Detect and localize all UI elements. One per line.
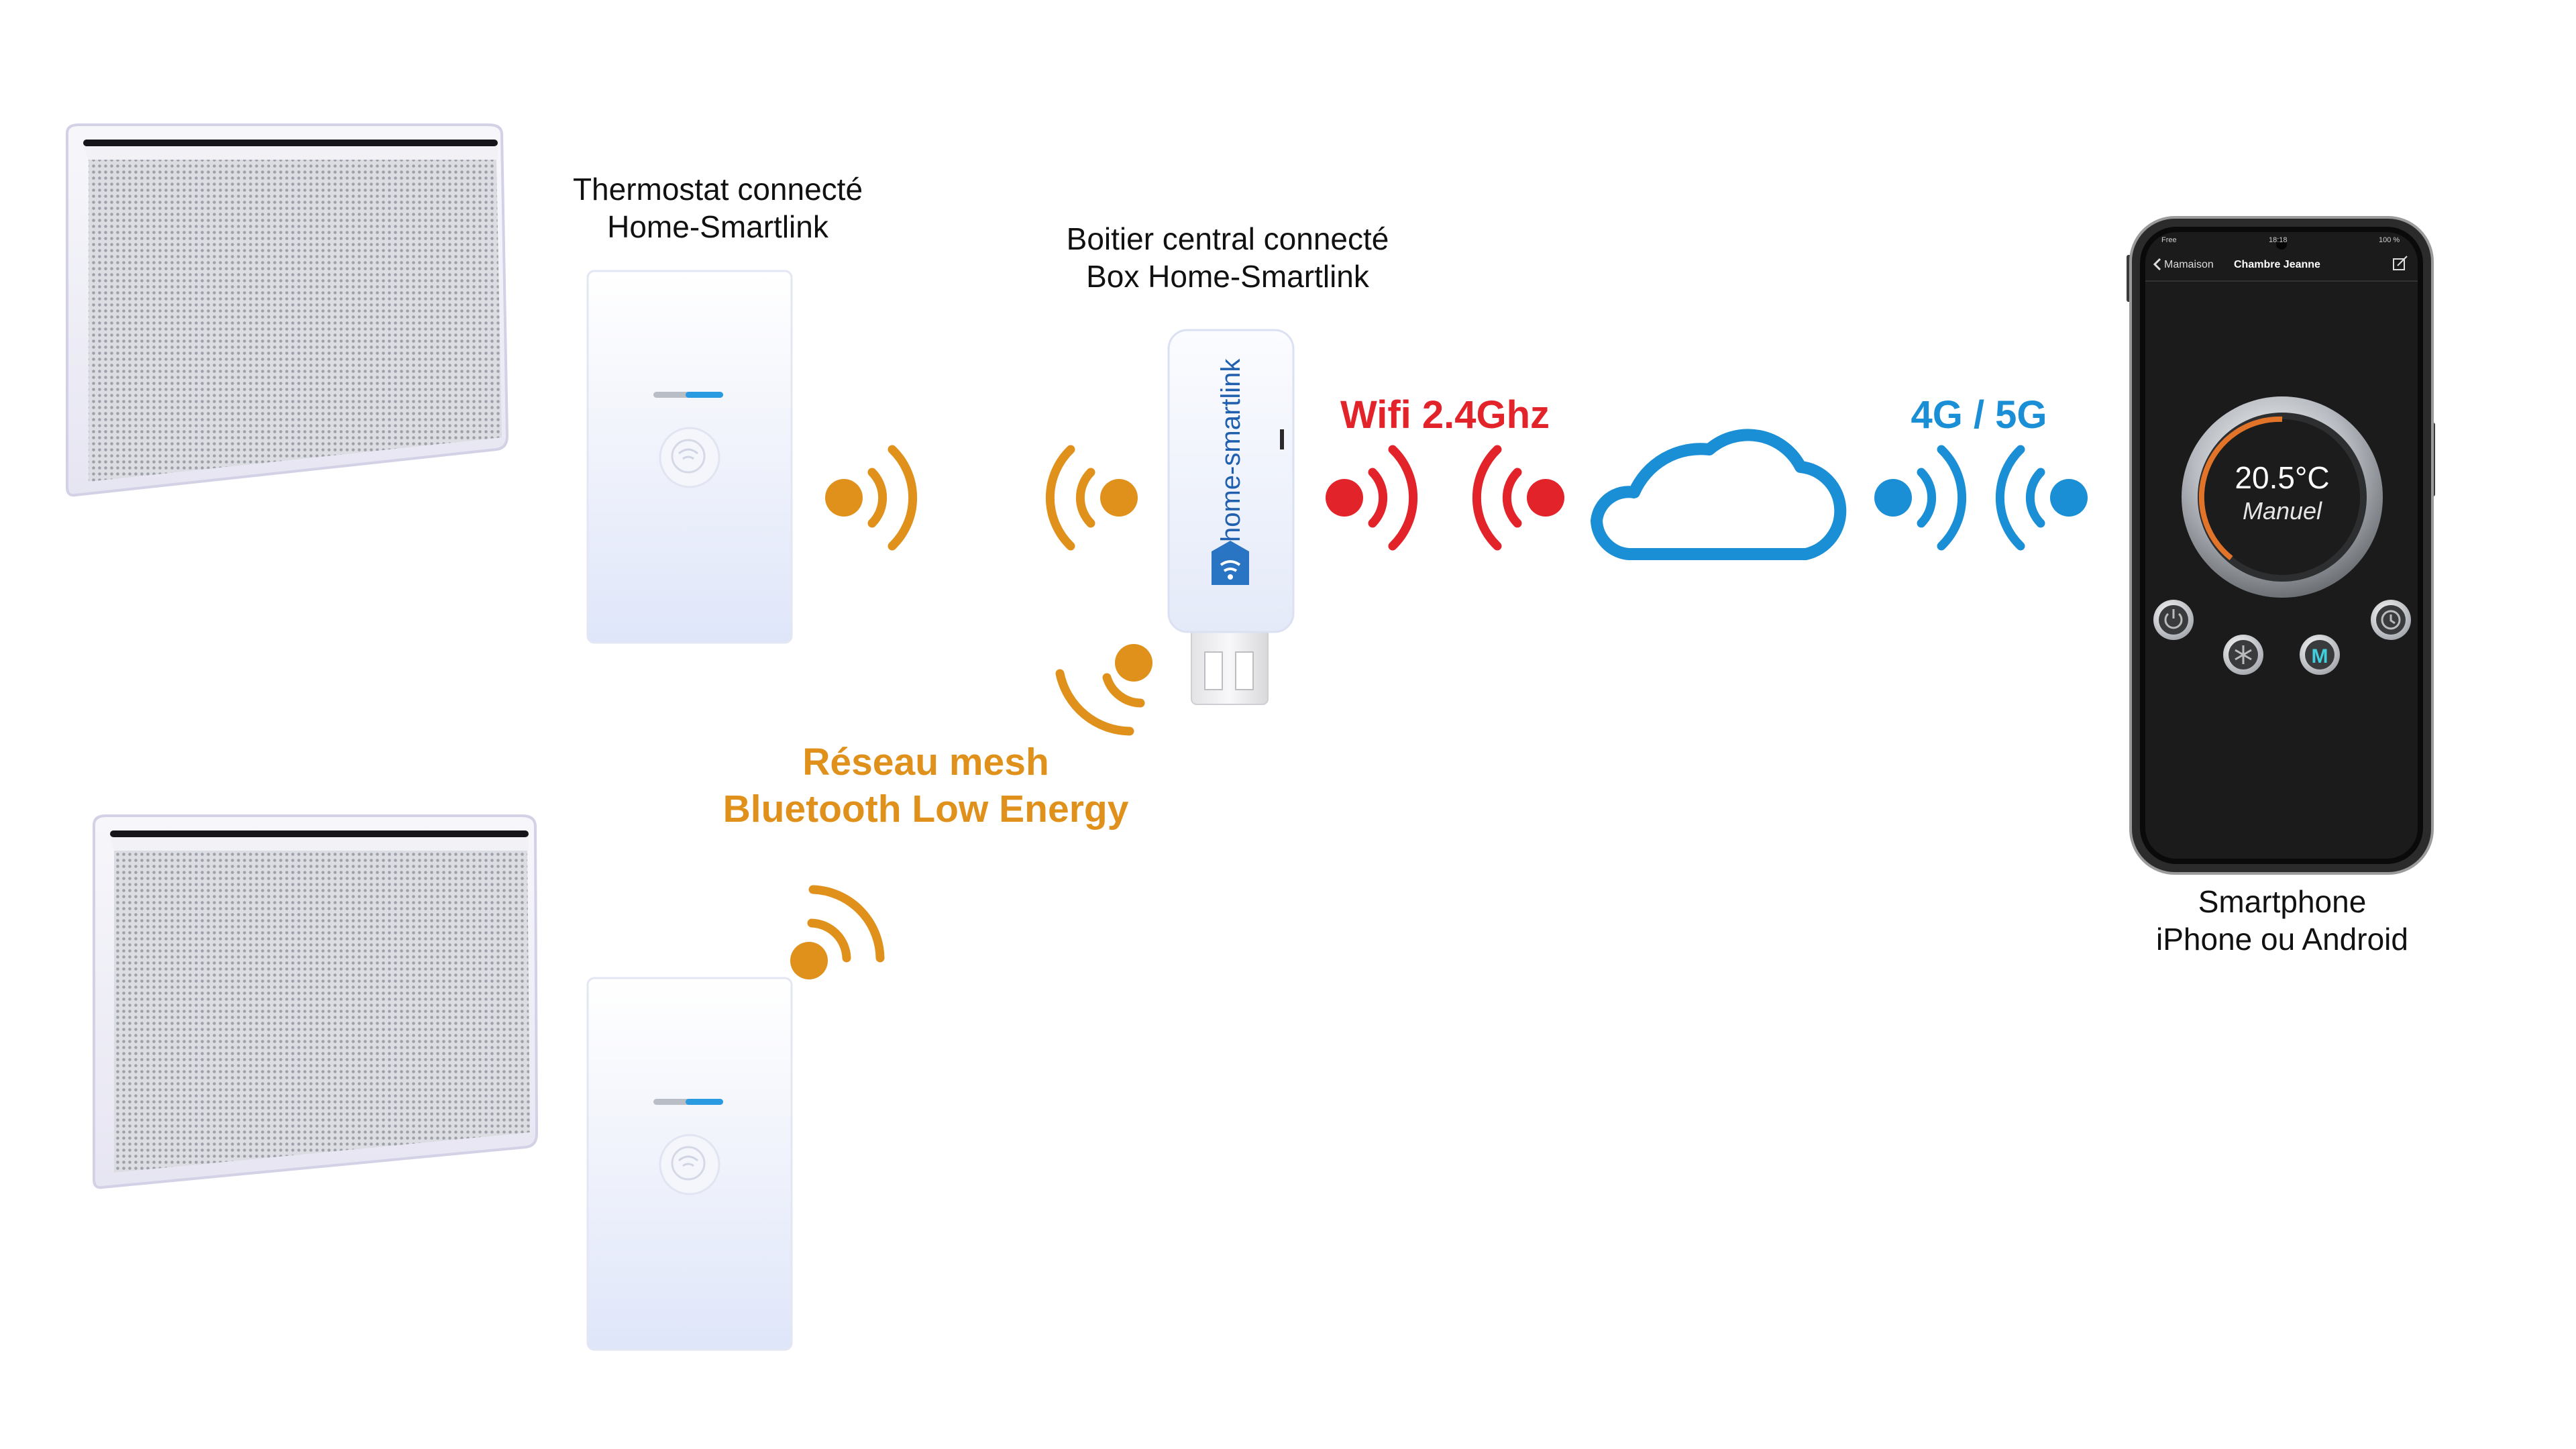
mesh-label-line1: Réseau mesh <box>802 741 1049 784</box>
wireless-signal-icon <box>1995 445 2088 551</box>
phone-back-label[interactable]: Mamaison <box>2164 259 2214 270</box>
wireless-signal-icon <box>790 885 885 979</box>
wireless-signal-icon <box>825 445 918 551</box>
cloud-icon <box>1591 429 1847 560</box>
wireless-signal-icon <box>1326 445 1418 551</box>
box-label-line2: Box Home-Smartlink <box>1086 259 1369 294</box>
mesh-label-line2: Bluetooth Low Energy <box>722 787 1129 830</box>
thermostat-label-line2: Home-Smartlink <box>607 209 828 245</box>
power-icon[interactable] <box>2153 600 2194 640</box>
cellular-label: 4G / 5G <box>1911 393 2047 437</box>
radiator-icon <box>93 814 539 1189</box>
mesh-network-label: Réseau mesh Bluetooth Low Energy <box>691 739 1161 833</box>
phone-status-center: 18:18 <box>2269 236 2288 244</box>
phone-status-right: 100 % <box>2379 236 2400 244</box>
snowflake-icon[interactable] <box>2223 635 2263 675</box>
phone-mode: Manuel <box>2243 497 2322 525</box>
box-label-line1: Boitier central connecté <box>1066 221 1389 256</box>
wireless-signal-icon <box>1045 445 1138 551</box>
box-brand-text: home-smartlink <box>1216 358 1246 542</box>
mode-manual-button[interactable]: M <box>2300 635 2340 675</box>
clock-icon[interactable] <box>2371 600 2411 640</box>
thermostat-label-line1: Thermostat connecté <box>572 172 863 207</box>
radiator-icon <box>66 123 509 497</box>
wireless-signal-icon <box>1874 445 1967 551</box>
smartphone-icon: Free 18:18 100 % Mamaison Chambre Jeanne… <box>1280 216 2435 875</box>
phone-temperature: 20.5°C <box>2235 460 2329 495</box>
wireless-signal-icon <box>1472 445 1564 551</box>
thermostat-label: Thermostat connecté Home-Smartlink <box>517 170 919 246</box>
smartphone-label-line2: iPhone ou Android <box>2156 922 2408 957</box>
smartphone-label-line1: Smartphone <box>2198 884 2367 919</box>
wireless-signal-icon <box>1055 644 1152 736</box>
phone-room-title: Chambre Jeanne <box>2234 259 2320 270</box>
wifi-label: Wifi 2.4Ghz <box>1340 393 1550 437</box>
thermostat-device <box>586 270 793 644</box>
box-label: Boitier central connecté Box Home-Smartl… <box>1020 220 1436 295</box>
back-arrow-icon[interactable] <box>2153 258 2161 271</box>
smartphone-label: Smartphone iPhone ou Android <box>2108 883 2457 958</box>
usb-box-icon: home-smartlink <box>1167 329 1295 705</box>
mode-button-label: M <box>2312 645 2328 667</box>
edit-icon[interactable] <box>2393 256 2408 270</box>
phone-status-left: Free <box>2161 236 2177 244</box>
thermostat-device <box>586 977 793 1351</box>
thermostat-dial[interactable]: 20.5°C Manuel <box>2182 396 2383 598</box>
